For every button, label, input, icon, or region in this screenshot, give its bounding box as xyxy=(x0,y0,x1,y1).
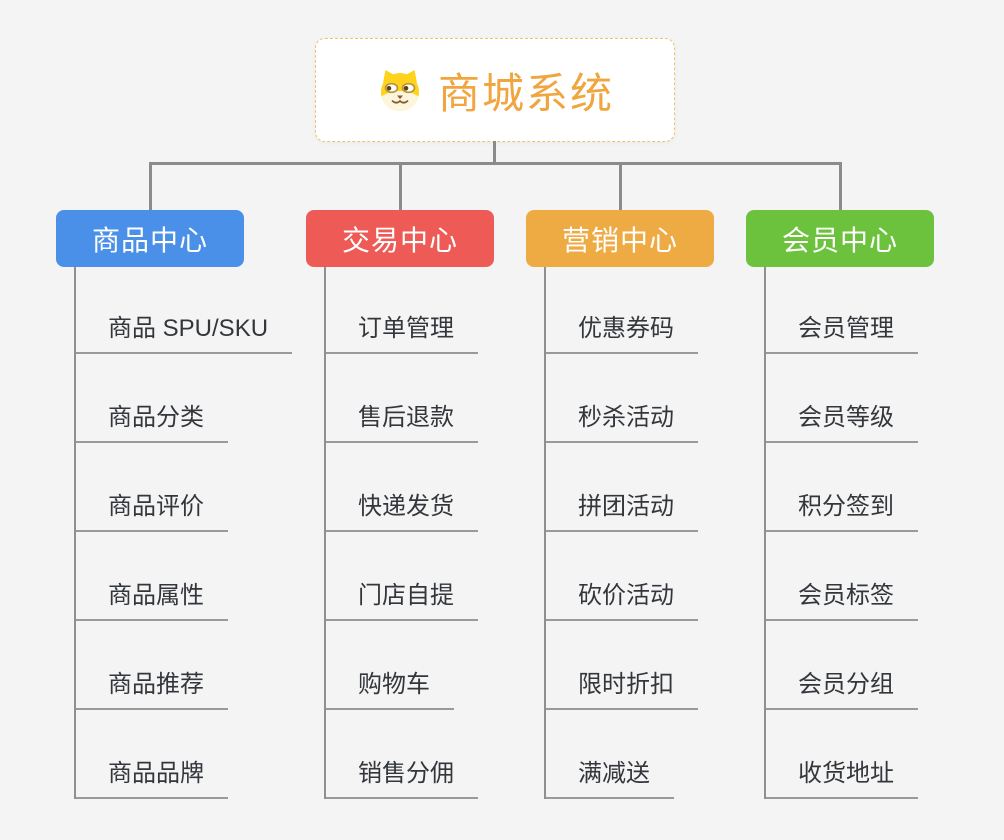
child-item-label: 商品推荐 xyxy=(108,671,204,698)
child-item-label: 积分签到 xyxy=(798,493,894,520)
child-item[interactable]: 购物车 xyxy=(326,621,454,710)
child-item-label: 购物车 xyxy=(358,671,430,698)
child-item-label: 限时折扣 xyxy=(578,671,674,698)
child-item-label: 优惠券码 xyxy=(578,315,674,342)
child-item-label: 会员分组 xyxy=(798,671,894,698)
branch-node[interactable]: 会员中心 xyxy=(746,210,934,267)
branch-2: 营销中心优惠券码秒杀活动拼团活动砍价活动限时折扣满减送 xyxy=(526,210,714,799)
child-item[interactable]: 商品品牌 xyxy=(76,710,228,799)
child-item[interactable]: 会员等级 xyxy=(766,354,918,443)
child-item[interactable]: 商品评价 xyxy=(76,443,228,532)
dog-icon xyxy=(376,66,424,114)
child-item[interactable]: 快递发货 xyxy=(326,443,478,532)
child-item-label: 秒杀活动 xyxy=(578,404,674,431)
connector-drop xyxy=(399,163,402,210)
child-item[interactable]: 会员分组 xyxy=(766,621,918,710)
child-item[interactable]: 满减送 xyxy=(546,710,674,799)
child-item[interactable]: 优惠券码 xyxy=(546,267,698,354)
child-item-label: 满减送 xyxy=(578,760,650,787)
child-item-label: 销售分佣 xyxy=(358,760,454,787)
branch-children: 商品 SPU/SKU 商品分类商品评价商品属性商品推荐商品品牌 xyxy=(74,267,293,799)
child-item-label: 会员标签 xyxy=(798,582,894,609)
child-item[interactable]: 销售分佣 xyxy=(326,710,478,799)
child-item-label: 订单管理 xyxy=(358,315,454,342)
child-item[interactable]: 限时折扣 xyxy=(546,621,698,710)
child-item[interactable]: 会员标签 xyxy=(766,532,918,621)
branch-0: 商品中心商品 SPU/SKU 商品分类商品评价商品属性商品推荐商品品牌 xyxy=(56,210,293,799)
child-item[interactable]: 积分签到 xyxy=(766,443,918,532)
child-item[interactable]: 秒杀活动 xyxy=(546,354,698,443)
branch-children: 优惠券码秒杀活动拼团活动砍价活动限时折扣满减送 xyxy=(544,267,714,799)
child-item-label: 商品评价 xyxy=(108,493,204,520)
child-item[interactable]: 收货地址 xyxy=(766,710,918,799)
connector-drop xyxy=(839,163,842,210)
root-title: 商城系统 xyxy=(437,69,614,117)
child-item-label: 会员等级 xyxy=(798,404,894,431)
child-item[interactable]: 订单管理 xyxy=(326,267,478,354)
child-item-label: 商品属性 xyxy=(108,582,204,609)
child-item[interactable]: 售后退款 xyxy=(326,354,478,443)
child-item[interactable]: 商品推荐 xyxy=(76,621,228,710)
child-item[interactable]: 商品 SPU/SKU xyxy=(76,267,293,354)
branch-node[interactable]: 商品中心 xyxy=(56,210,244,267)
branch-children: 会员管理会员等级积分签到会员标签会员分组收货地址 xyxy=(764,267,934,799)
child-item-label: 会员管理 xyxy=(798,315,894,342)
child-item[interactable]: 商品属性 xyxy=(76,532,228,621)
connector-drop xyxy=(619,163,622,210)
child-item-label: 拼团活动 xyxy=(578,493,674,520)
child-item[interactable]: 砍价活动 xyxy=(546,532,698,621)
child-item[interactable]: 会员管理 xyxy=(766,267,918,354)
connector-rail xyxy=(149,162,842,165)
branch-children: 订单管理售后退款快递发货门店自提购物车销售分佣 xyxy=(324,267,494,799)
branch-3: 会员中心会员管理会员等级积分签到会员标签会员分组收货地址 xyxy=(746,210,934,799)
connector-drop xyxy=(149,163,152,210)
branch-1: 交易中心订单管理售后退款快递发货门店自提购物车销售分佣 xyxy=(306,210,494,799)
child-item[interactable]: 拼团活动 xyxy=(546,443,698,532)
child-item-label: 售后退款 xyxy=(358,404,454,431)
child-item[interactable]: 商品分类 xyxy=(76,354,228,443)
branch-node[interactable]: 交易中心 xyxy=(306,210,494,267)
child-item-label: 商品品牌 xyxy=(108,760,204,787)
root-node[interactable]: 商城系统 xyxy=(315,38,675,142)
child-item-label: 商品分类 xyxy=(108,404,204,431)
child-item-label: 收货地址 xyxy=(798,760,894,787)
child-item[interactable]: 门店自提 xyxy=(326,532,478,621)
child-item-label: 商品 SPU/SKU xyxy=(108,315,269,342)
child-item-label: 门店自提 xyxy=(358,582,454,609)
connector-trunk xyxy=(493,141,496,163)
child-item-label: 砍价活动 xyxy=(578,582,674,609)
branch-node[interactable]: 营销中心 xyxy=(526,210,714,267)
child-item-label: 快递发货 xyxy=(358,493,454,520)
